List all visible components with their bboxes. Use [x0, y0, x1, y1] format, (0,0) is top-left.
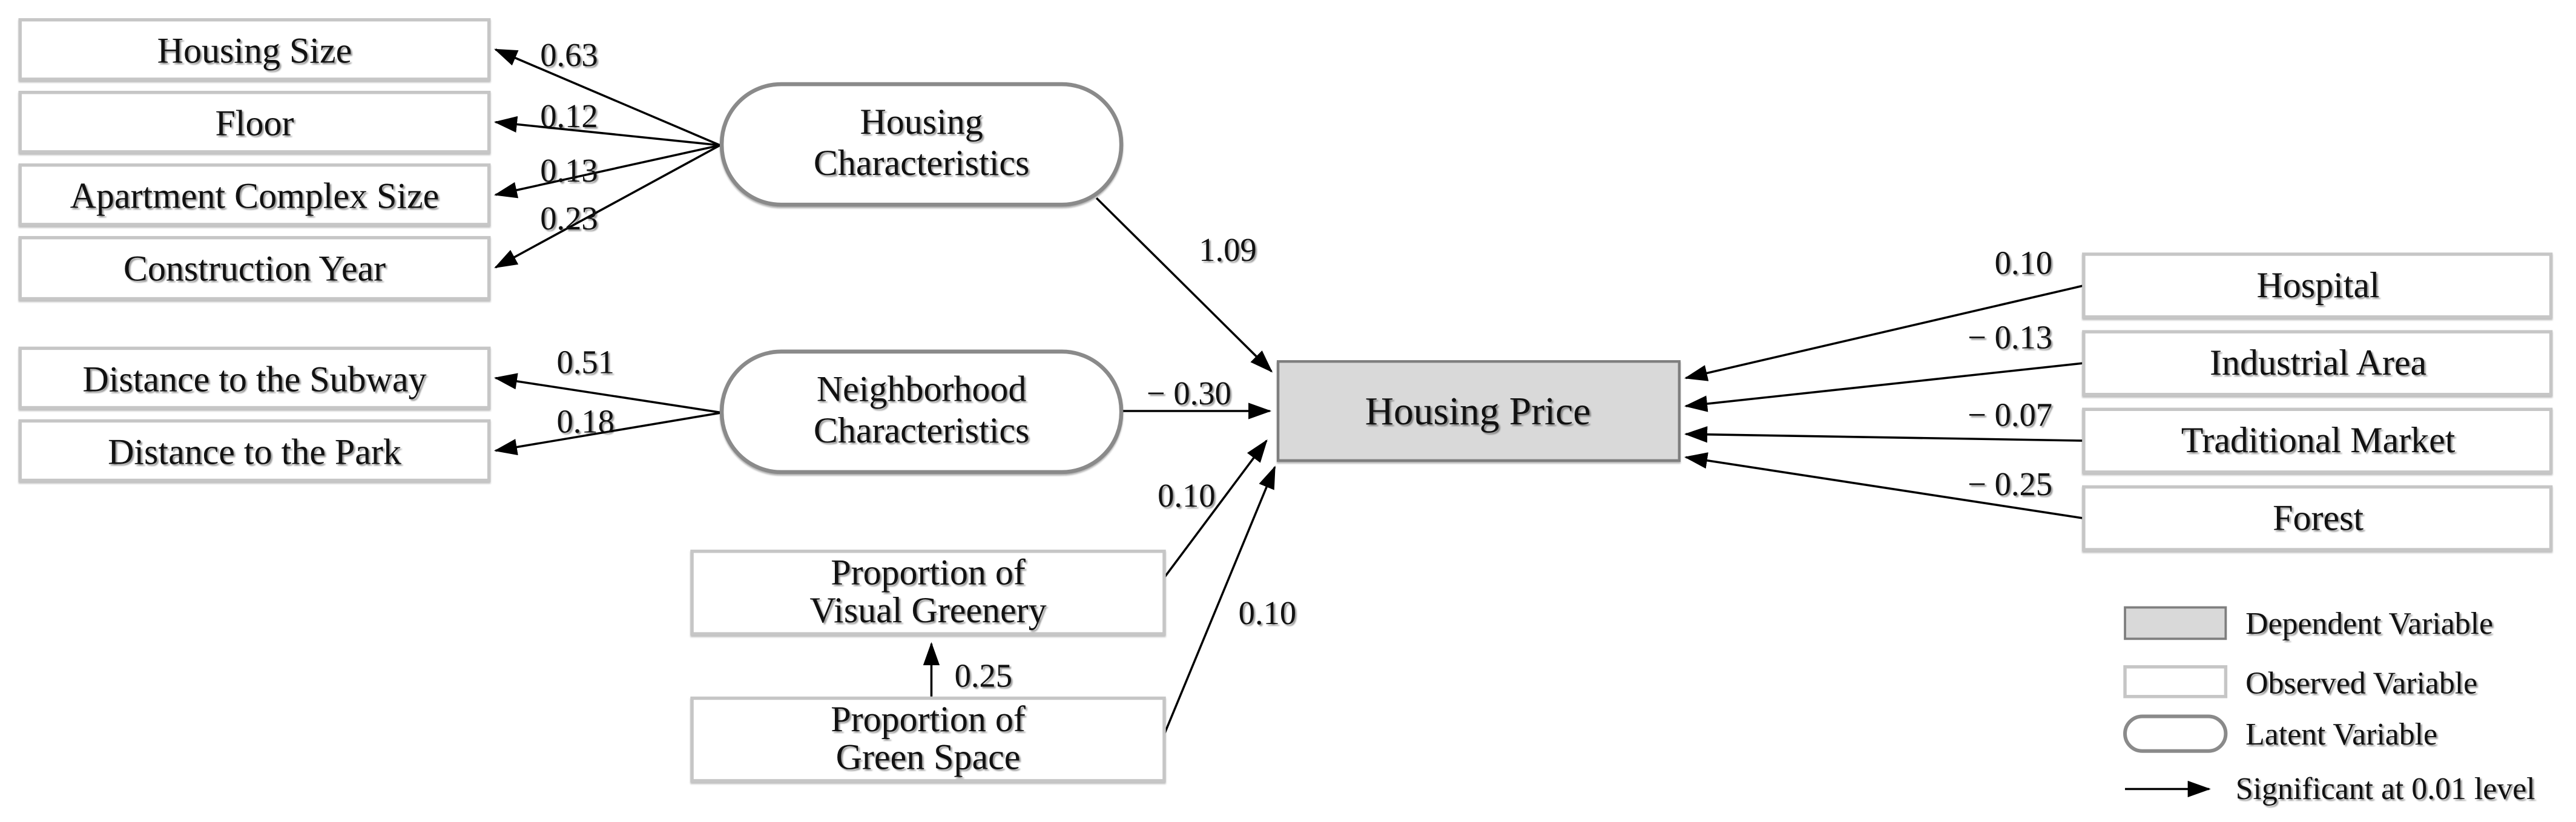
coef-visual-greenery-housing-price: 0.10 — [1158, 477, 1215, 514]
node-neighborhood-characteristics: Neighborhood Characteristics — [719, 349, 1124, 475]
legend-observed-label: Observed Variable — [2245, 666, 2477, 700]
arrow-traditional-market-to-housing-price — [1684, 426, 2084, 443]
node-distance-subway: Distance to the Subway — [18, 346, 491, 410]
coef-hc-housing-price: 1.09 — [1199, 231, 1256, 268]
housing-characteristics-pill — [719, 82, 1124, 207]
path-arrows — [493, 48, 2084, 735]
path-coefficients: 0.63 0.12 0.13 0.23 1.09 0.51 0.18 − 0.3… — [540, 36, 2052, 694]
construction-year-label: Construction Year — [124, 249, 386, 289]
legend-item-observed: Observed Variable — [2123, 665, 2477, 700]
construction-year-box — [18, 235, 491, 301]
node-hospital: Hospital — [2082, 252, 2553, 319]
apartment-complex-size-label: Apartment Complex Size — [70, 176, 440, 216]
node-housing-size: Housing Size — [18, 18, 491, 81]
green-space-label-line1: Proportion of — [831, 699, 1026, 739]
dependent-variable-swatch — [2124, 606, 2227, 640]
legend-item-dependent: Dependent Variable — [2124, 606, 2493, 641]
observed-variable-swatch — [2123, 665, 2228, 699]
node-floor: Floor — [18, 90, 491, 154]
forest-label: Forest — [2273, 498, 2364, 538]
distance-subway-label: Distance to the Subway — [82, 359, 426, 399]
floor-label: Floor — [215, 104, 294, 143]
visual-greenery-box — [690, 550, 1166, 636]
legend-item-significance: Significant at 0.01 level — [2125, 772, 2535, 806]
apartment-complex-size-box — [18, 163, 491, 226]
legend-dependent-label: Dependent Variable — [2245, 607, 2493, 641]
housing-size-box — [18, 18, 491, 81]
arrow-green-space-to-housing-price — [1163, 465, 1276, 735]
coef-hospital-housing-price: 0.10 — [1995, 245, 2052, 281]
distance-subway-box — [18, 346, 491, 410]
coef-traditional-market-housing-price: − 0.07 — [1968, 396, 2052, 433]
arrow-visual-greenery-to-housing-price — [1163, 439, 1268, 579]
legend-item-latent: Latent Variable — [2123, 714, 2437, 753]
hospital-box — [2082, 252, 2553, 319]
node-green-space: Proportion of Green Space — [690, 696, 1166, 783]
industrial-area-box — [2082, 330, 2553, 396]
arrow-hc-to-housing-price — [1095, 197, 1273, 373]
latent-variable-swatch — [2123, 714, 2228, 753]
distance-park-label: Distance to the Park — [108, 432, 401, 472]
legend-latent-label: Latent Variable — [2245, 717, 2437, 752]
node-visual-greenery: Proportion of Visual Greenery — [690, 550, 1166, 636]
housing-characteristics-label-line1: Housing — [860, 102, 983, 142]
coef-nc-distance-park: 0.18 — [556, 403, 614, 439]
arrow-nc-to-distance-subway — [493, 373, 722, 414]
green-space-box — [690, 696, 1166, 783]
coef-hc-apartment-complex-size: 0.13 — [540, 152, 598, 189]
housing-size-label: Housing Size — [157, 31, 352, 71]
forest-box — [2082, 485, 2553, 551]
coef-green-space-housing-price: 0.10 — [1239, 594, 1296, 631]
distance-park-box — [18, 419, 491, 482]
traditional-market-box — [2082, 407, 2553, 474]
arrow-hospital-to-housing-price — [1684, 284, 2084, 381]
visual-greenery-label-line2: Visual Greenery — [809, 590, 1046, 630]
node-industrial-area: Industrial Area — [2082, 330, 2553, 396]
housing-price-label: Housing Price — [1365, 390, 1591, 433]
node-traditional-market: Traditional Market — [2082, 407, 2553, 474]
arrow-nc-to-distance-park — [493, 411, 722, 456]
neighborhood-characteristics-pill — [719, 349, 1124, 475]
arrow-hc-to-housing-size — [494, 48, 721, 146]
hospital-label: Hospital — [2256, 265, 2379, 305]
floor-box — [18, 90, 491, 154]
industrial-area-label: Industrial Area — [2210, 343, 2426, 383]
coef-green-space-visual-greenery: 0.25 — [955, 657, 1012, 694]
green-space-label-line2: Green Space — [836, 737, 1021, 777]
arrow-hc-to-floor — [493, 116, 720, 146]
coef-nc-housing-price: − 0.30 — [1147, 375, 1231, 412]
arrow-industrial-area-to-housing-price — [1684, 362, 2084, 412]
housing-characteristics-label-line2: Characteristics — [814, 143, 1029, 183]
coef-hc-floor: 0.12 — [540, 97, 598, 134]
neighborhood-characteristics-label-line1: Neighborhood — [817, 369, 1027, 409]
node-construction-year: Construction Year — [18, 235, 491, 301]
legend-significance-label: Significant at 0.01 level — [2236, 772, 2535, 806]
arrow-forest-to-housing-price — [1684, 452, 2084, 520]
visual-greenery-label-line1: Proportion of — [831, 552, 1026, 592]
node-housing-price: Housing Price — [1276, 360, 1681, 462]
coef-hc-housing-size: 0.63 — [540, 36, 598, 73]
coef-hc-construction-year: 0.23 — [540, 200, 598, 237]
coef-industrial-area-housing-price: − 0.13 — [1968, 318, 2052, 355]
node-distance-park: Distance to the Park — [18, 419, 491, 482]
housing-price-box — [1276, 360, 1681, 462]
neighborhood-characteristics-label-line2: Characteristics — [814, 410, 1029, 450]
traditional-market-label: Traditional Market — [2181, 420, 2456, 460]
node-housing-characteristics: Housing Characteristics — [719, 82, 1124, 207]
arrow-hc-to-apartment-complex-size — [493, 144, 720, 199]
node-apartment-complex-size: Apartment Complex Size — [18, 163, 491, 226]
legend: Dependent Variable Observed Variable Lat… — [2123, 606, 2535, 806]
arrow-hc-to-construction-year — [494, 144, 721, 269]
coef-forest-housing-price: − 0.25 — [1968, 465, 2052, 502]
coef-nc-distance-subway: 0.51 — [556, 343, 614, 380]
node-forest: Forest — [2082, 485, 2553, 551]
